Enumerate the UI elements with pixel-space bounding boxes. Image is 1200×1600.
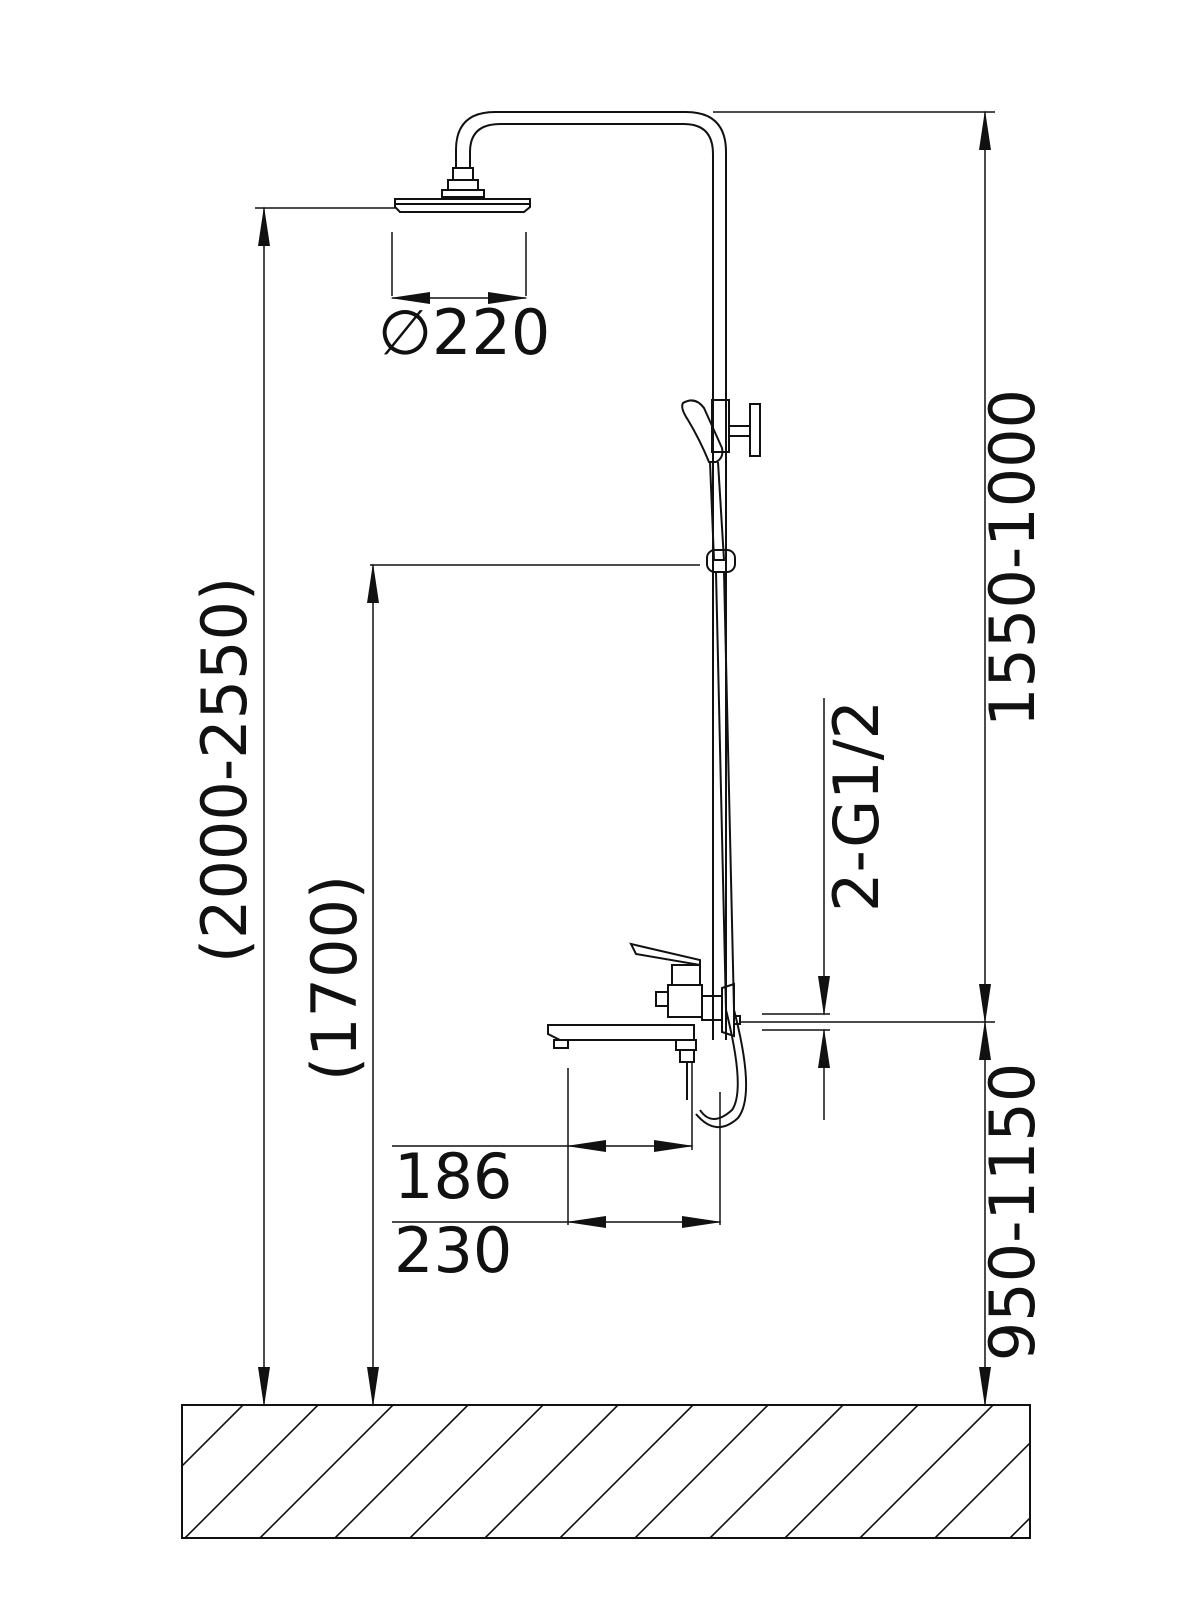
riser-pipe	[455, 111, 727, 1040]
total-height-label: (2000-2550)	[188, 577, 261, 963]
diameter-label: ∅220	[378, 296, 550, 369]
floor-hatch	[181, 1404, 1031, 1539]
rain-shower-head	[394, 167, 531, 213]
rail-height-label: 1550-1000	[976, 389, 1049, 727]
shower-hose	[695, 571, 748, 1128]
hand-shower	[681, 399, 761, 573]
handshower-height-label: (1700)	[298, 875, 371, 1081]
mixer-height-label: 950-1150	[976, 1063, 1049, 1362]
connection-label: 2-G1/2	[820, 700, 893, 912]
bath-mixer	[547, 942, 741, 1100]
dimension-lines	[255, 110, 995, 1407]
spout-length-label: 186	[394, 1140, 512, 1213]
spout-projection-label: 230	[394, 1214, 512, 1287]
